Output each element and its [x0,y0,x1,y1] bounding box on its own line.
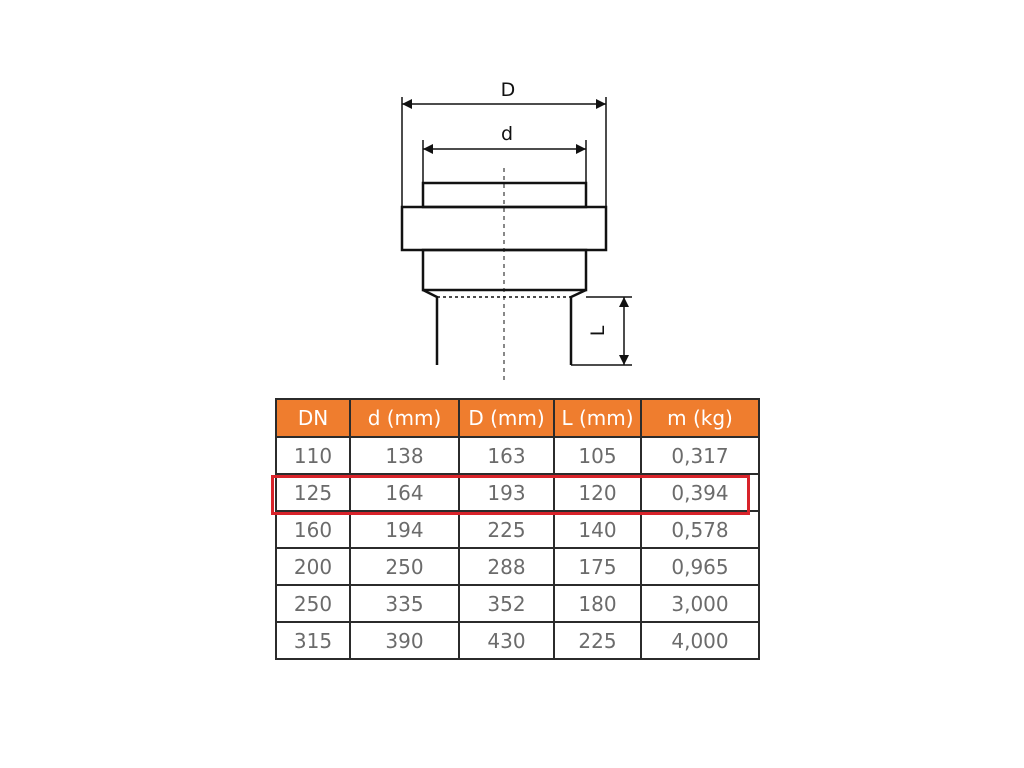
cell-mass: 0,394 [640,473,760,512]
cell-outer-d: 163 [458,436,555,475]
cell-d: 250 [349,547,460,586]
spigot-pipe-right-wall [569,288,587,365]
cell-outer-d: 225 [458,510,555,549]
cell-d: 138 [349,436,460,475]
cell-outer-d: 352 [458,584,555,623]
cell-l: 225 [553,621,642,660]
cell-outer-d: 430 [458,621,555,660]
dimensions-table: DN d (mm) D (mm) L (mm) m (kg) 110 138 1… [275,398,760,660]
table-row: 200 250 288 175 0,965 [275,547,760,586]
table-row: 315 390 430 225 4,000 [275,621,760,660]
outer-diameter-label: D [501,79,516,101]
cell-mass: 0,317 [640,436,760,475]
table-row: 160 194 225 140 0,578 [275,510,760,549]
table-row-highlighted: 125 164 193 120 0,394 [275,473,760,512]
cell-l: 105 [553,436,642,475]
cell-mass: 3,000 [640,584,760,623]
header-mass: m (kg) [640,398,760,438]
header-l: L (mm) [553,398,642,438]
cell-mass: 0,578 [640,510,760,549]
cell-mass: 4,000 [640,621,760,660]
header-dn: DN [275,398,351,438]
header-d: d (mm) [349,398,460,438]
length-label: L [587,325,609,336]
cell-l: 120 [553,473,642,512]
cell-dn: 315 [275,621,351,660]
cell-l: 180 [553,584,642,623]
cell-dn: 110 [275,436,351,475]
cell-dn: 200 [275,547,351,586]
cell-l: 140 [553,510,642,549]
table-row: 250 335 352 180 3,000 [275,584,760,623]
cell-d: 335 [349,584,460,623]
cell-dn: 250 [275,584,351,623]
cell-outer-d: 288 [458,547,555,586]
pipe-fitting-drawing: D d L [400,79,632,382]
spigot-pipe [422,288,439,365]
cell-dn: 160 [275,510,351,549]
cell-dn: 125 [275,473,351,512]
cell-d: 164 [349,473,460,512]
header-outer-d: D (mm) [458,398,555,438]
cell-mass: 0,965 [640,547,760,586]
table-header-row: DN d (mm) D (mm) L (mm) m (kg) [275,398,760,438]
outer-diameter-extension-lines [401,97,607,207]
cell-d: 194 [349,510,460,549]
inner-diameter-label: d [501,123,513,145]
cell-d: 390 [349,621,460,660]
cell-l: 175 [553,547,642,586]
table-row: 110 138 163 105 0,317 [275,436,760,475]
cell-outer-d: 193 [458,473,555,512]
